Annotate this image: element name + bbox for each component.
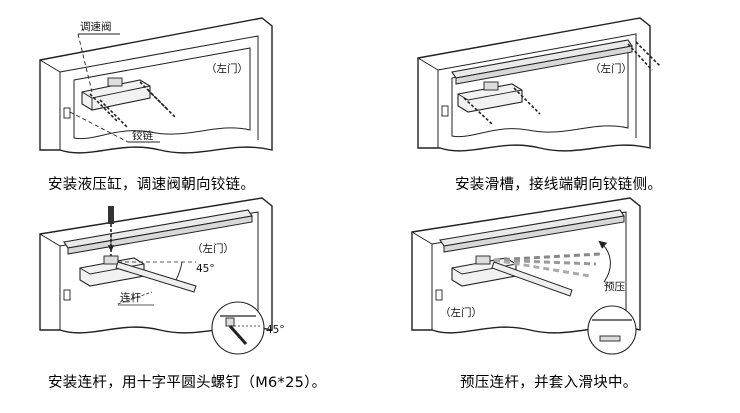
door-side-label-1: （左门） bbox=[206, 62, 248, 75]
hinge-mark bbox=[63, 107, 71, 119]
panel-3-install-rod: 45° 连杆 （左门） 45° bbox=[39, 197, 285, 355]
rod-motion-ghosts bbox=[493, 252, 601, 278]
rod-label: 连杆 bbox=[120, 291, 141, 304]
preload-label: 预压 bbox=[604, 281, 625, 293]
preload-arrow bbox=[598, 240, 611, 283]
door-side-label-3: （左门） bbox=[192, 242, 234, 255]
slide-track-2 bbox=[451, 39, 661, 85]
step-3-caption: 安装连杆，用十字平圆头螺钉（M6*25）。 bbox=[48, 375, 327, 391]
door-side-label-4: （左门） bbox=[440, 306, 482, 319]
step-2-caption: 安装滑槽，接线端朝向铰链侧。 bbox=[455, 177, 663, 193]
hydraulic-cylinder-1 bbox=[81, 77, 177, 129]
valve-label: 调速阀 bbox=[80, 20, 112, 33]
connecting-rod-4 bbox=[491, 261, 573, 297]
connecting-rod bbox=[115, 261, 197, 293]
door-side-label-2: （左门） bbox=[590, 62, 632, 75]
panel-1-install-cylinder: 调速阀 铰链 （左门） bbox=[39, 17, 273, 154]
step-1-caption: 安装液压缸，调速阀朝向铰链。 bbox=[48, 177, 256, 193]
hinge-label: 铰链 bbox=[132, 129, 153, 142]
panel-4-preload-rod: 预压 （左门） bbox=[411, 197, 641, 355]
hydraulic-cylinder-2 bbox=[457, 81, 541, 125]
detail-angle-label: 45° bbox=[266, 324, 285, 336]
panel-2-install-track: （左门） bbox=[417, 17, 661, 152]
detail-inset-3 bbox=[211, 301, 265, 355]
step-4-caption: 预压连杆，并套入滑块中。 bbox=[460, 375, 638, 391]
angle-label: 45° bbox=[196, 263, 215, 275]
detail-inset-4 bbox=[587, 305, 637, 355]
